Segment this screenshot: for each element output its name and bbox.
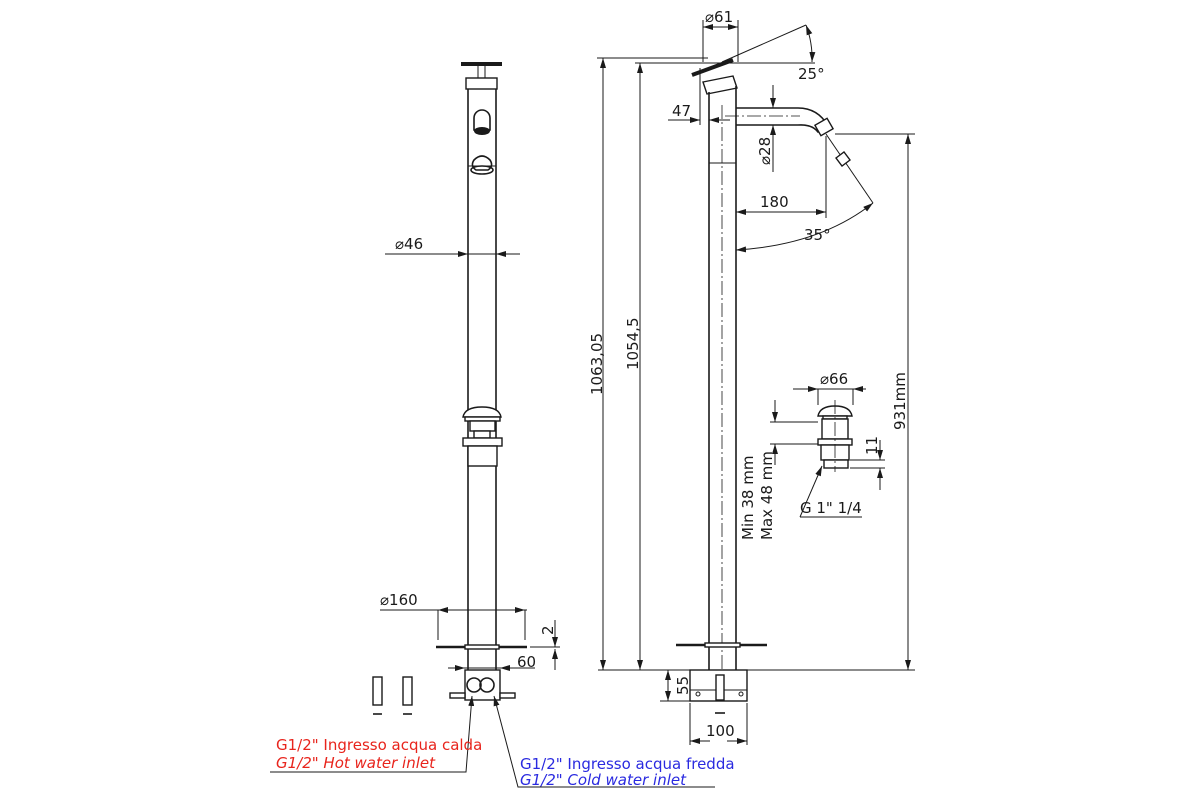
dim-height: 1054,5	[624, 318, 642, 371]
hot-inlet-label-en: G1/2" Hot water inlet	[276, 754, 436, 772]
cold-inlet	[479, 677, 495, 693]
hot-inlet	[466, 677, 482, 693]
dim-box-width: 100	[706, 722, 735, 740]
dim-offset: 47	[672, 102, 691, 120]
dim-drain-diameter: ⌀66	[820, 370, 848, 388]
front-view: ⌀46 ⌀160 2 60	[270, 62, 715, 788]
handle-base	[465, 77, 498, 90]
dim-spout-height: 931mm	[891, 372, 909, 430]
dim-plate-thickness: 2	[539, 625, 557, 635]
hot-inlet-label-it: G1/2" Ingresso acqua calda	[276, 736, 482, 754]
cold-inlet-label-it: G1/2" Ingresso acqua fredda	[520, 755, 735, 773]
handle-knob	[691, 58, 734, 77]
cold-inlet-label-en: G1/2" Cold water inlet	[520, 771, 687, 789]
dim-aerator-angle: 35°	[804, 226, 831, 244]
aerator	[813, 117, 835, 137]
drain-cap	[462, 406, 502, 418]
dim-thread-height: 11	[863, 436, 881, 455]
dim-handle-diameter: ⌀61	[705, 8, 733, 26]
spout-outlet	[473, 109, 491, 131]
drain-detail: ⌀66 Min 38 mm Max 48 mm 11 G 1" 1/4	[739, 370, 885, 540]
handle-knob	[461, 62, 502, 66]
dim-plate-diameter: ⌀160	[380, 591, 418, 609]
lever-icon	[471, 155, 493, 171]
dim-handle-angle: 25°	[798, 65, 825, 83]
dim-column-diameter: ⌀46	[395, 235, 423, 253]
aerator-spray-icon	[835, 151, 851, 167]
side-view: 1063,05 1054,5 ⌀61 25° 47 ⌀28	[588, 8, 915, 745]
spout	[736, 107, 830, 134]
drain-thickness-max: Max 48 mm	[758, 451, 776, 540]
dim-box-width: 60	[517, 653, 536, 671]
drain-thickness-min: Min 38 mm	[739, 456, 757, 540]
dim-reach: 180	[760, 193, 789, 211]
drain-thread-label: G 1" 1/4	[800, 499, 862, 517]
dim-total-height: 1063,05	[588, 333, 606, 395]
dim-box-height: 55	[674, 676, 692, 695]
fitting-hose	[372, 676, 383, 706]
dim-spout-diameter: ⌀28	[756, 137, 774, 165]
fitting-hose	[402, 676, 413, 706]
